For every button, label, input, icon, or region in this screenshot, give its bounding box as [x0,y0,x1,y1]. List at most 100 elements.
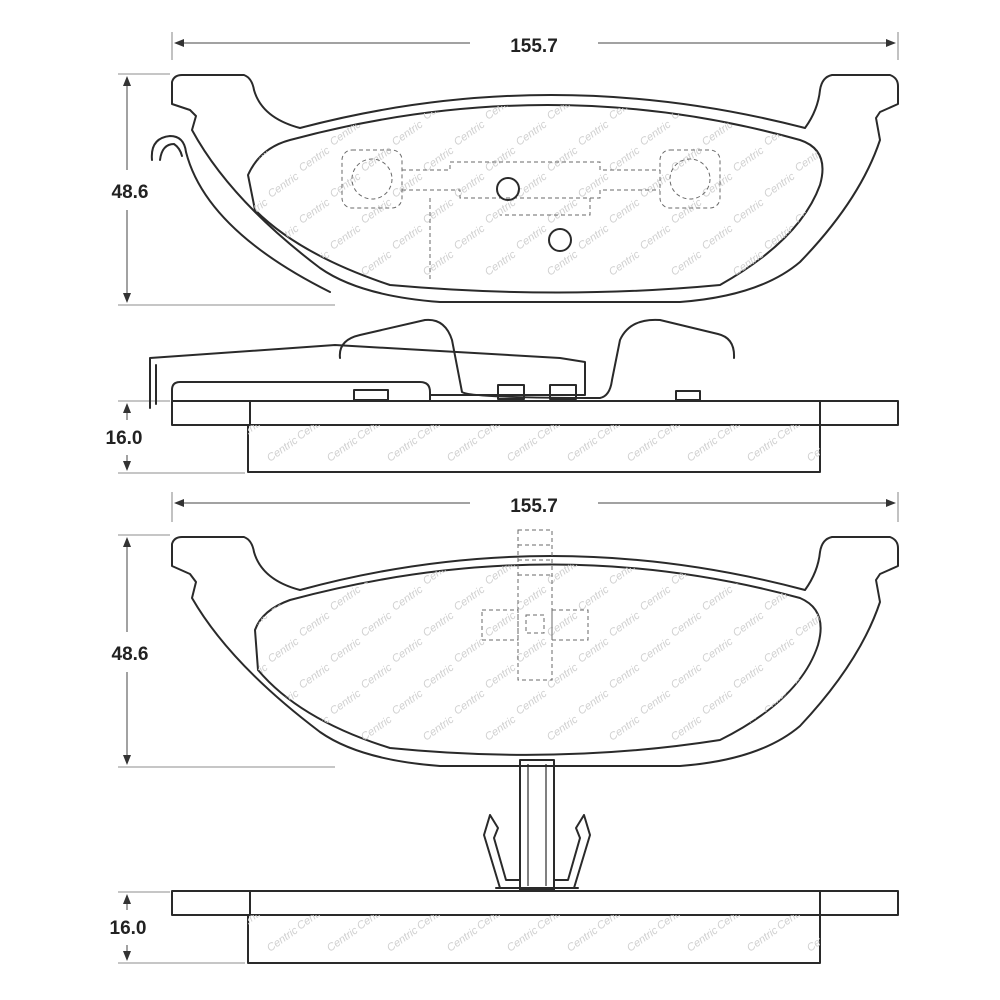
watermark-text: Centric [607,661,643,691]
watermark-text: Centric [359,609,395,639]
watermark-text: Centric [514,635,550,665]
watermark-text: Centric [625,434,661,464]
watermark-text: Centric [390,583,426,613]
bottom-height-dimension: 48.6 [112,534,335,768]
bottom-width-dimension: 155.7 [171,492,899,522]
watermark-text: Centric [235,902,271,932]
top-width-label: 155.7 [510,36,558,57]
watermark-text: Centric [805,434,841,464]
watermark-text: Centric [328,170,364,200]
watermark-text: Centric [514,118,550,148]
watermark-text: Centric [824,583,860,613]
watermark-text: Centric [325,924,361,954]
watermark-text: Centric [445,434,481,464]
bottom-friction-material [254,563,822,756]
watermark-text: Centric [545,196,581,226]
watermark-text: Centric [483,609,519,639]
watermark-text: Centric [576,583,612,613]
watermark-text: Centric [297,92,333,122]
watermark-text: Centric [545,661,581,691]
watermark-text: Centric [576,687,612,717]
watermark-text: Centric [452,222,488,252]
watermark-text: Centric [638,222,674,252]
watermark-text: Centric [700,170,736,200]
top-thickness-dimension: 16.0 [106,400,245,474]
watermark-text: Centric [545,248,581,278]
watermark-text: Centric [359,713,395,743]
watermark-text: Centric [731,661,767,691]
top-hidden-features [341,149,721,280]
watermark-text: Centric [297,144,333,174]
watermark-text: Centric [731,609,767,639]
watermark-text: Centric [669,248,705,278]
watermark-text: Centric [295,412,331,442]
watermark-text: Centric [565,924,601,954]
watermark-text: Centric [793,661,829,691]
watermark-text: Centric [205,434,241,464]
watermark-text: Centric [483,713,519,743]
watermark-text: Centric [390,118,426,148]
watermark-text: Centric [685,924,721,954]
watermark-text: Centric [545,92,581,122]
watermark-text: Centric [793,196,829,226]
watermark-text: Centric [731,196,767,226]
watermark-text: Centric [297,609,333,639]
watermark-text: Centric [565,434,601,464]
top-side-shim [149,344,586,409]
watermark-text: Centric [545,144,581,174]
watermark-text: Centric [235,412,271,442]
watermark-text: Centric [328,583,364,613]
watermark-text: Centric [762,687,798,717]
watermark-text: Centric [325,434,361,464]
bottom-width-label: 155.7 [510,496,558,517]
watermark-text: Centric [483,196,519,226]
watermark-text: Centric [669,661,705,691]
watermark-text: Centric [390,222,426,252]
watermark-text: Centric [452,170,488,200]
watermark-text: Centric [205,924,241,954]
watermark-text: Centric [805,924,841,954]
watermark-text: Centric [415,902,451,932]
watermark-text: Centric [545,557,581,587]
top-thickness-label: 16.0 [106,428,143,449]
watermark-text: Centric [265,434,301,464]
watermark-text: Centric [421,92,457,122]
watermark-text: Centric [452,583,488,613]
top-side-friction [247,424,821,473]
watermark-text: Centric [731,144,767,174]
watermark-text: Centric [328,687,364,717]
watermark-text: Centric [775,902,811,932]
top-side-clip [338,318,736,399]
watermark-text: Centric [638,635,674,665]
watermark-text: Centric [535,902,571,932]
watermark-text: Centric [685,434,721,464]
bottom-side-friction [247,914,821,964]
watermark-text: Centric [745,924,781,954]
watermark-text: Centric [824,635,860,665]
watermark-text: Centric [297,196,333,226]
watermark-text: Centric [385,924,421,954]
top-side-backing-plate [171,400,899,426]
watermark-text: Centric [421,713,457,743]
top-width-dimension: 155.7 [171,32,899,60]
watermark-text: Centric [452,687,488,717]
watermark-text: Centric [235,92,271,122]
watermark-text: Centric [715,412,751,442]
watermark-text: Centric [731,713,767,743]
watermark-text: Centric [297,661,333,691]
watermark-text: Centric [415,412,451,442]
top-rivet-hole-1 [496,177,520,201]
bottom-center-clip [481,529,589,681]
top-rivet-hole-2 [548,228,572,252]
watermark-text: Centric [421,609,457,639]
watermark-text: Centric [638,687,674,717]
watermark-text: Centric [204,687,240,717]
watermark-text: Centric [328,635,364,665]
watermark-text: Centric [514,687,550,717]
watermark-text: Centric [595,412,631,442]
watermark-text: Centric [266,635,302,665]
